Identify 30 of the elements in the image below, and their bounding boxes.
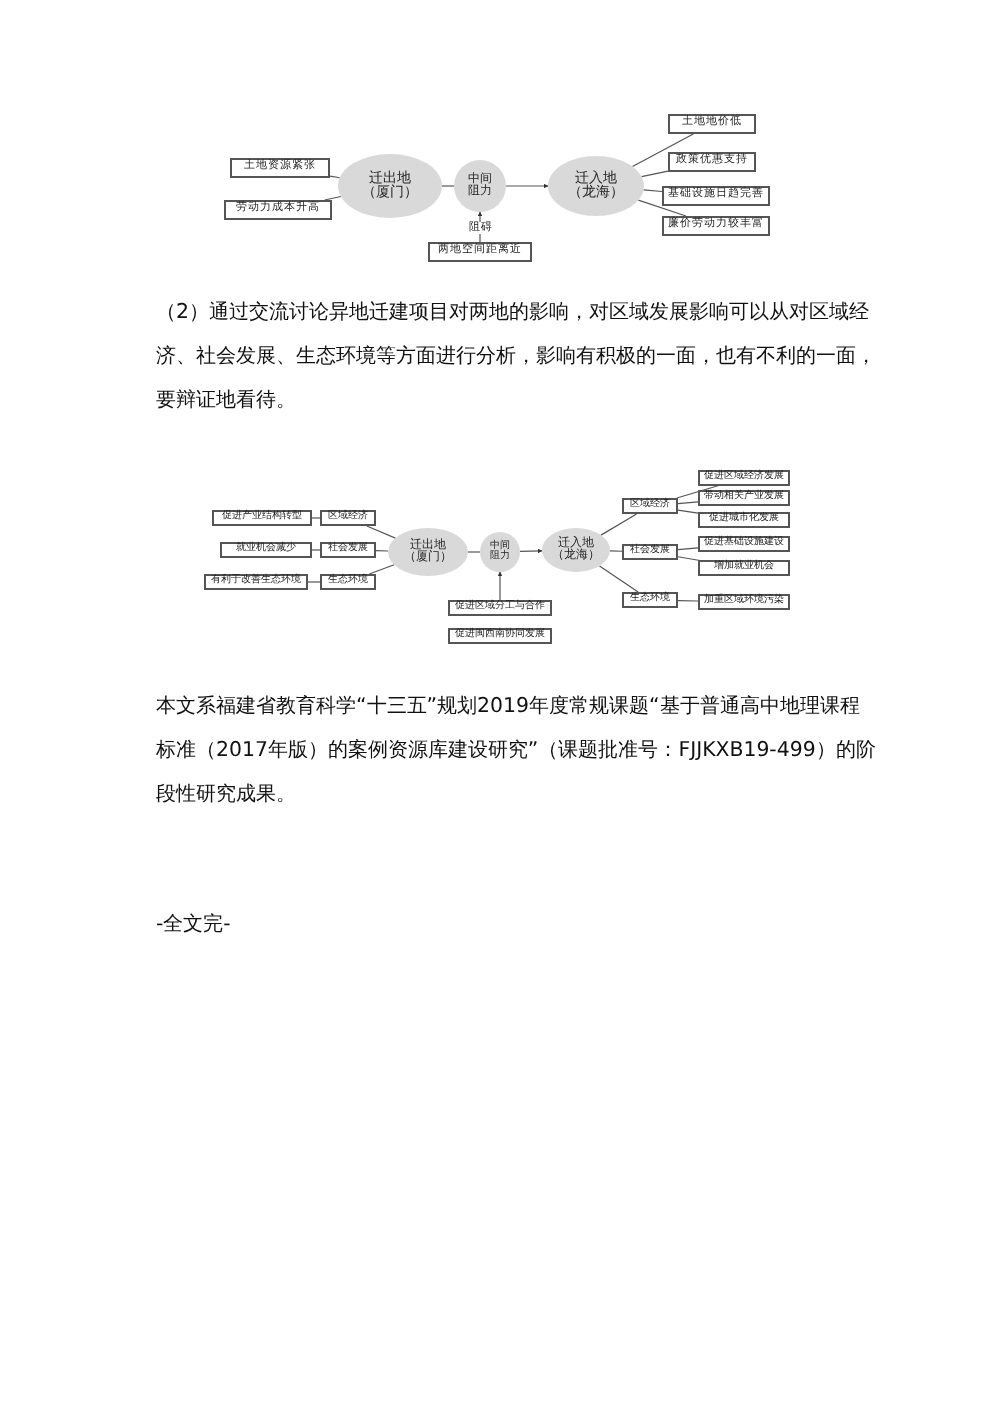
connector-line: [311, 517, 321, 519]
connector-line: [467, 551, 481, 553]
connector-line: [637, 199, 687, 217]
connector-line: [375, 550, 389, 552]
connector-line: [311, 549, 321, 551]
connector-line: [631, 133, 694, 168]
connector-line: [324, 195, 342, 201]
connector-line: [677, 556, 701, 562]
connector-line: [609, 550, 623, 552]
paragraph: 本文系福建省教育科学“十三五”规划2019年度常规课题“基于普通高中地理课程标准（2017年版）的案例资源库建设研究”（课题批准号：FJJKXB19-499）的阶段性研究成果。: [156, 693, 876, 810]
arrow: [477, 211, 483, 243]
connector-line: [677, 509, 699, 514]
paragraph: （2）通过交流讨论异地迁建项目对两地的影响，对区域发展影响可以从对区域经济、社会发展、生态环境等方面进行分析，影响有积极的一面，也有不利的一面，要辩证地看待。: [156, 299, 876, 416]
connector-line: [676, 484, 720, 499]
connector-line: [307, 581, 321, 583]
connector-line: [598, 565, 639, 593]
connector-line: [677, 547, 699, 551]
arrow: [519, 548, 543, 554]
connector-line: [441, 185, 455, 187]
arrow: [505, 183, 549, 189]
connector-line: [600, 513, 638, 536]
connector-line: [677, 501, 699, 505]
connector-line: [640, 170, 669, 178]
connector-line: [643, 189, 663, 193]
end-mark: -全文完-: [156, 911, 231, 940]
arrow: [497, 571, 503, 601]
connector-line: [329, 175, 341, 179]
connector-line: [368, 564, 395, 575]
connector-line: [677, 600, 699, 602]
connector-line: [366, 525, 396, 539]
